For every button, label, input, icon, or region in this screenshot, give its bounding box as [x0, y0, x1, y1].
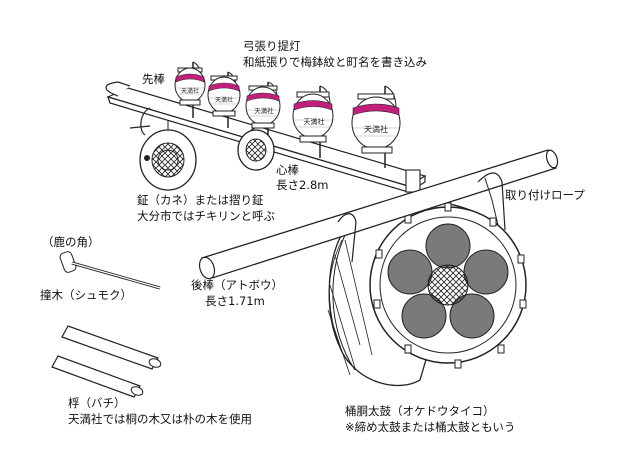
taiko-desc-label: ※締め太鼓または桶太鼓ともいう [345, 420, 516, 434]
lantern-title-label: 弓張り提灯 [243, 39, 301, 53]
lantern-5-text: 天満社 [364, 124, 388, 134]
lantern-desc-label: 和紙張りで梅鉢紋と町名を書き込み [243, 55, 427, 69]
kane-label-1: 鉦（カネ）または摺り鉦 [137, 193, 264, 207]
shinbou-length-label: 長さ2.8m [276, 178, 329, 192]
rope-label: 取り付けロープ [505, 188, 585, 202]
antler-label: （鹿の角） [42, 235, 100, 249]
shumoku-hammer [59, 251, 161, 290]
bachi-sticks [51, 325, 162, 398]
atobou-length-label: 長さ1.71m [205, 294, 265, 308]
kane-label-2: 大分市ではチキリンと呼ぶ [137, 209, 275, 223]
sakibou-label: 先棒 [142, 72, 165, 86]
lantern-5: 天満社 [351, 85, 401, 168]
bachi-label: 桴（バチ） [68, 396, 126, 410]
lantern-1: 天満社 [174, 61, 206, 118]
lantern-3: 天満社 [245, 81, 281, 142]
lantern-2-text: 天満社 [215, 96, 233, 104]
lantern-1-text: 天満社 [181, 87, 199, 95]
atobou-pole [198, 149, 559, 280]
lantern-4: 天満社 [292, 85, 334, 158]
lanterns: 天満社 天満社 天満社 [174, 61, 401, 168]
kane-gongs [129, 107, 275, 191]
bachi-desc-label: 天満社では桐の木又は朴の木を使用 [68, 412, 252, 426]
oke-daiko-drum [327, 200, 527, 387]
shumoku-label: 撞木（シュモク） [40, 288, 132, 302]
lantern-2: 天満社 [207, 71, 241, 128]
lantern-4-text: 天満社 [304, 117, 325, 126]
atobou-label: 後棒（アトボウ） [191, 278, 283, 292]
shinbou-label: 心棒 [276, 163, 299, 177]
lantern-3-text: 天満社 [254, 106, 274, 115]
taiko-label: 桶胴太鼓（オケドウタイコ） [345, 404, 495, 418]
